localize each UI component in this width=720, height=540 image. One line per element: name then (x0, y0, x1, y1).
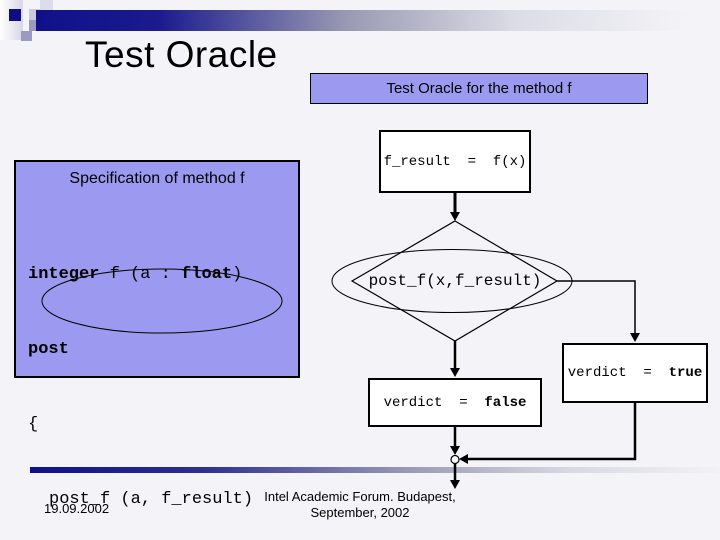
junction-node (450, 454, 460, 465)
arrowhead-down-icon (630, 333, 640, 342)
corner-square (40, 0, 53, 10)
arrowhead-down-icon (450, 446, 460, 455)
verdict-false-value: false (484, 394, 527, 411)
code-line-post: post (28, 337, 253, 362)
code-text: ) (232, 265, 243, 284)
subtitle-text: Test Oracle for the method f (386, 80, 572, 97)
code-text: f (a : (99, 265, 182, 284)
condition-label: post_f(x,f_result) (368, 272, 542, 290)
footer-event-line2: September, 2002 (310, 505, 410, 520)
slide-title: Test Oracle (85, 34, 278, 75)
assignment-text: f_result = f(x) (383, 153, 527, 170)
verdict-prefix: verdict = (383, 394, 485, 411)
keyword-float: float (181, 265, 233, 284)
code-line-open-brace: { (28, 415, 39, 434)
specification-code: integer f (a : float) post { post_f (a, … (28, 212, 253, 540)
top-gradient-bar (36, 10, 720, 31)
verdict-true-box: verdict = true (562, 343, 708, 403)
specification-box: Specification of method f integer f (a :… (14, 160, 300, 509)
assignment-box: f_result = f(x) (379, 130, 531, 193)
footer-event-line1: Intel Academic Forum. Budapest, (264, 489, 456, 504)
verdict-true-text: verdict = true (568, 365, 702, 381)
verdict-prefix: verdict = (567, 365, 669, 381)
corner-square (21, 31, 32, 41)
footer-event: Intel Academic Forum. Budapest, Septembe… (240, 489, 480, 521)
keyword-integer: integer (28, 265, 100, 284)
connector-diamond-to-true (557, 280, 636, 334)
verdict-true-value: true (668, 365, 703, 381)
corner-square-navy (9, 9, 21, 21)
verdict-false-text: verdict = false (384, 395, 527, 411)
bottom-gradient-bar (30, 467, 720, 473)
footer-date: 19.09.2002 (44, 501, 110, 516)
specification-title: Specification of method f (69, 170, 245, 187)
arrowhead-down-icon (450, 368, 460, 377)
code-line-post-f: post_f (a, f_result) (49, 490, 254, 509)
verdict-false-box: verdict = false (368, 378, 542, 427)
corner-square (29, 9, 40, 20)
subtitle-box: Test Oracle for the method f (310, 73, 648, 104)
code-line-signature: integer f (a : float) (28, 262, 253, 287)
arrowhead-down-icon (450, 480, 460, 489)
arrowhead-down-icon (450, 212, 460, 221)
keyword-post: post (28, 340, 69, 359)
arrowhead-left-icon (459, 454, 468, 464)
